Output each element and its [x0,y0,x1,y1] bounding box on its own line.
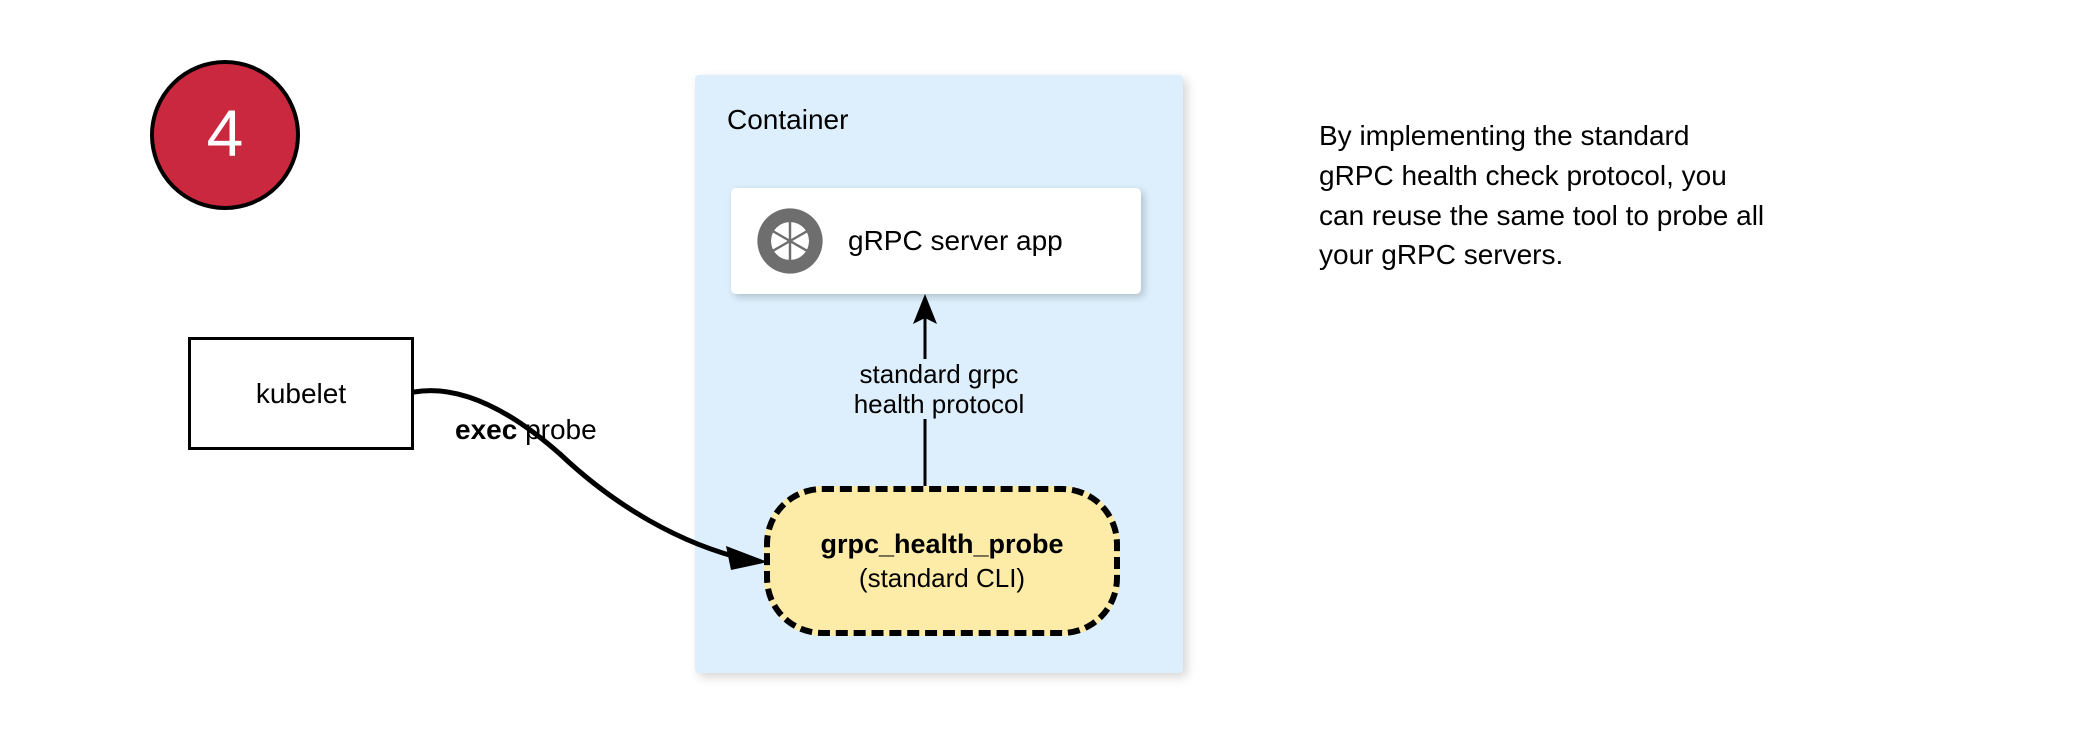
grpc-health-probe-subtitle: (standard CLI) [858,562,1026,593]
side-note-line-1: By implementing the standard [1319,120,1690,151]
step-number-text: 4 [206,96,244,170]
side-note-line-3: can reuse the same tool to probe all [1319,199,1765,231]
container-label: Container [727,104,849,135]
grpc-server-app-card: gRPC server app [731,188,1141,294]
exec-probe-label-rest: probe [517,414,597,445]
side-note-line-2: gRPC health check protocol, you [1319,159,1727,191]
grpc-aperture-icon [756,207,824,275]
kubelet-label: kubelet [255,377,347,409]
grpc-health-probe-title: grpc_health_probe [820,528,1064,559]
grpc-server-app-label: gRPC server app [848,225,1063,256]
step-number-badge: 4 [150,60,300,210]
exec-probe-arrow [411,388,768,570]
side-note-line-4: your gRPC servers. [1319,239,1564,271]
exec-probe-label-bold: exec [455,414,518,445]
kubelet-node: kubelet [188,337,414,450]
standard-grpc-health-protocol-arrow [913,294,937,492]
exec-probe-label: exec probe [455,414,597,446]
grpc-health-probe-node: grpc_health_probe (standard CLI) [764,486,1120,636]
side-note: By implementing the standard gRPC health… [1319,116,1919,275]
